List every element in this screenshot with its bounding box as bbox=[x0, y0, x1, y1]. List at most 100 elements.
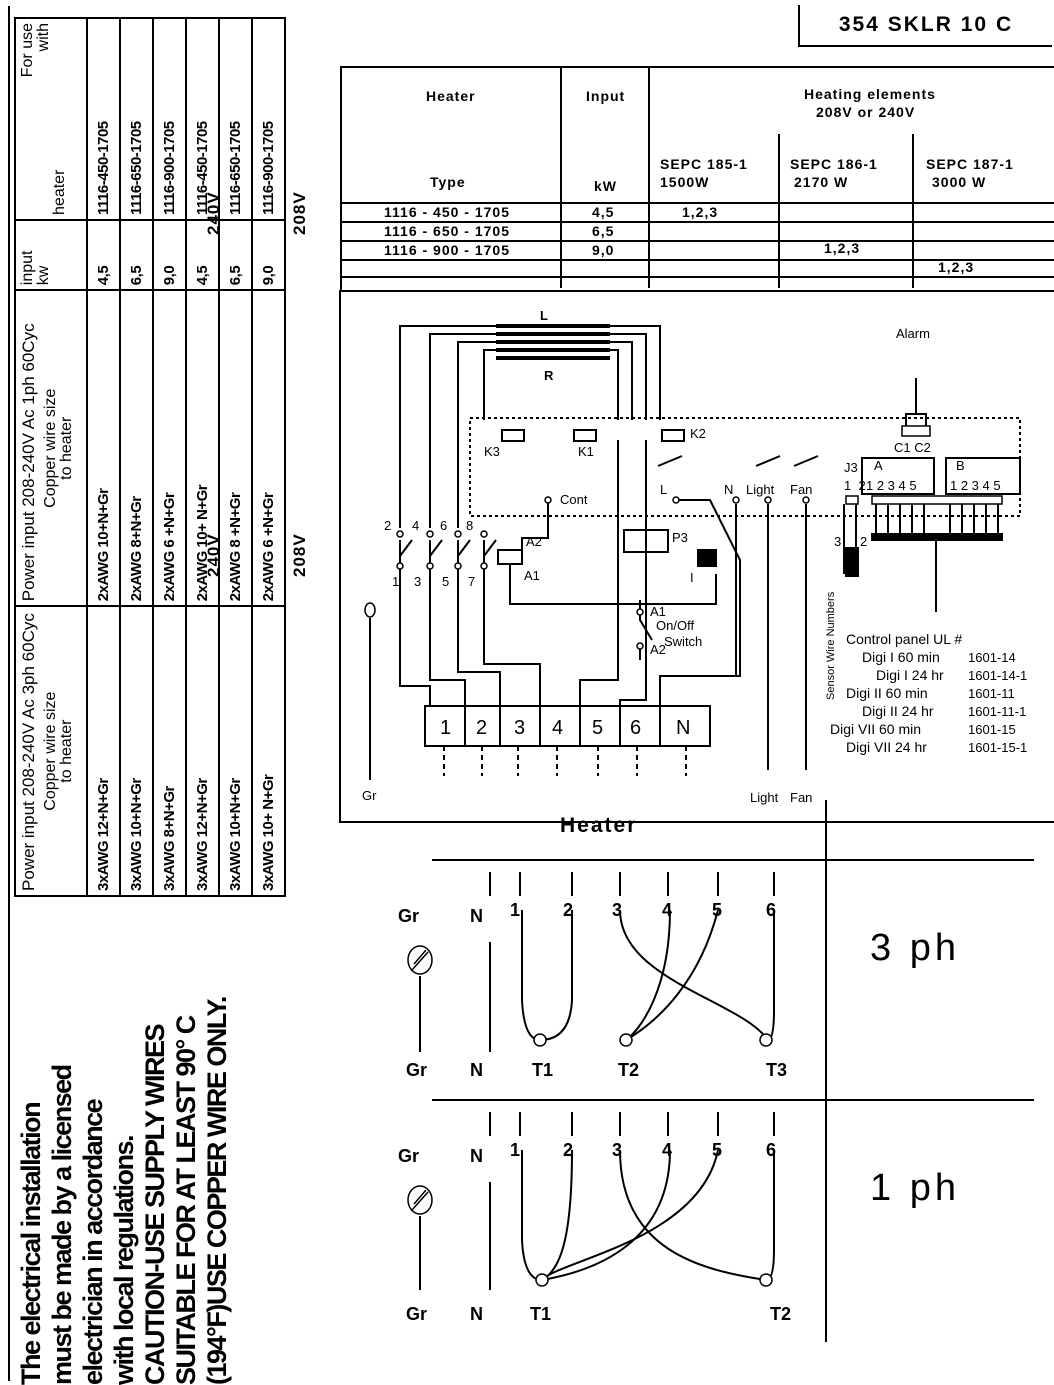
terminal-number: 4 bbox=[552, 717, 563, 739]
control-panel-ul: 1601-14-1 bbox=[968, 668, 1027, 683]
contact-bottom: 1 bbox=[392, 574, 399, 589]
label-L: L bbox=[540, 308, 548, 323]
terminal-number: 1 bbox=[440, 717, 451, 739]
label-k1: K1 bbox=[578, 444, 594, 459]
contact-top: 4 bbox=[412, 518, 419, 533]
sensor-pin: 3 bbox=[834, 534, 841, 549]
label-light: Light bbox=[746, 482, 775, 497]
1ph-bottom-gr: Gr bbox=[406, 1304, 427, 1324]
control-panel-ul: 1601-15 bbox=[968, 722, 1016, 737]
3ph-top-gr: Gr bbox=[398, 906, 419, 926]
element-qty-cell: 1,2,3 bbox=[938, 259, 975, 275]
label-i: I bbox=[690, 570, 694, 585]
label-cont: Cont bbox=[560, 492, 588, 507]
label-switch-a1: A1 bbox=[650, 604, 666, 619]
control-panel-ul: 1601-11 bbox=[968, 686, 1015, 701]
col-elements-voltage: 208V or 240V bbox=[816, 104, 916, 120]
3ph-top-2: 2 bbox=[563, 900, 573, 920]
control-panel-ul: 1601-14 bbox=[968, 650, 1016, 665]
contact-top: 6 bbox=[440, 518, 447, 533]
1ph-top-n: N bbox=[470, 1146, 483, 1166]
label-switch-a2: A2 bbox=[650, 642, 666, 657]
col-input: Input bbox=[586, 88, 626, 104]
element-qty-cell: 1,2,3 bbox=[824, 240, 861, 256]
3ph-bottom-n: N bbox=[470, 1060, 483, 1080]
control-panel-ul: 1601-15-1 bbox=[968, 740, 1027, 755]
1ph-label: 1 ph bbox=[870, 1167, 960, 1209]
label-fan: Fan bbox=[790, 482, 812, 497]
col-heater: Heater bbox=[426, 88, 476, 104]
3ph-top-n: N bbox=[470, 906, 483, 926]
label-N-board: N bbox=[724, 482, 733, 497]
1ph-top-1: 1 bbox=[510, 1140, 520, 1160]
control-panel-title: Control panel UL # bbox=[846, 631, 962, 647]
1ph-top-5: 5 bbox=[712, 1140, 722, 1160]
3ph-top-5: 5 bbox=[712, 900, 722, 920]
3ph-bottom-gr: Gr bbox=[406, 1060, 427, 1080]
element-name: SEPC 187-1 bbox=[926, 156, 1014, 172]
3ph-bottom-t3: T3 bbox=[766, 1060, 787, 1080]
sensor-pin: 2 bbox=[860, 534, 867, 549]
label-a-pins: 1 2 3 4 5 bbox=[866, 478, 917, 493]
1ph-top-6: 6 bbox=[766, 1140, 776, 1160]
contact-bottom: 3 bbox=[414, 574, 421, 589]
contact-top: 8 bbox=[466, 518, 473, 533]
control-panel-name: Digi I 24 hr bbox=[876, 667, 944, 683]
terminal-number: 3 bbox=[514, 717, 525, 739]
element-qty-cell: 1,2,3 bbox=[682, 204, 719, 220]
terminal-number: 2 bbox=[476, 717, 487, 739]
3ph-top-3: 3 bbox=[612, 900, 622, 920]
element-name: SEPC 185-1 bbox=[660, 156, 748, 172]
kw-cell: 4,5 bbox=[592, 204, 615, 220]
col-input-unit: kW bbox=[594, 178, 617, 194]
label-A: A bbox=[874, 458, 883, 473]
label-p3: P3 bbox=[672, 530, 688, 545]
type-cell: 1116 - 900 - 1705 bbox=[384, 242, 510, 258]
contact-bottom: 7 bbox=[468, 574, 475, 589]
control-panel-name: Digi VII 24 hr bbox=[846, 739, 927, 755]
sensor-wire-label: Sensor Wire Numbers bbox=[825, 591, 837, 700]
terminal-number: N bbox=[676, 717, 690, 739]
1ph-bottom-t2: T2 bbox=[770, 1304, 791, 1324]
label-alarm: Alarm bbox=[896, 326, 930, 341]
control-panel-name: Digi II 60 min bbox=[846, 685, 928, 701]
label-switch: Switch bbox=[664, 634, 702, 649]
drawing-sheet-border bbox=[8, 6, 1054, 1381]
control-panel-name: Digi II 24 hr bbox=[862, 703, 934, 719]
label-k2: K2 bbox=[690, 426, 706, 441]
3ph-top-6: 6 bbox=[766, 900, 776, 920]
col-type: Type bbox=[430, 174, 466, 190]
control-panel-ul: 1601-11-1 bbox=[968, 704, 1026, 719]
kw-cell: 9,0 bbox=[592, 242, 615, 258]
element-watt: 3000 W bbox=[932, 174, 987, 190]
contact-bottom: 5 bbox=[442, 574, 449, 589]
1ph-top-2: 2 bbox=[563, 1140, 573, 1160]
3ph-top-1: 1 bbox=[510, 900, 520, 920]
heating-elements-table: Heater Type Input kW Heating elements 20… bbox=[340, 66, 1054, 292]
terminal-number: 5 bbox=[592, 717, 603, 739]
element-name: SEPC 186-1 bbox=[790, 156, 878, 172]
1ph-bottom-n: N bbox=[470, 1304, 483, 1324]
kw-cell: 6,5 bbox=[592, 223, 615, 239]
label-light-bottom: Light bbox=[750, 790, 779, 805]
label-B: B bbox=[956, 458, 965, 473]
1ph-top-4: 4 bbox=[662, 1140, 672, 1160]
label-fan-bottom: Fan bbox=[790, 790, 812, 805]
terminal-number: 6 bbox=[630, 717, 641, 739]
label-j3-pins: 1 2 bbox=[844, 478, 866, 493]
document-id: 354 SKLR 10 C bbox=[798, 5, 1052, 47]
3ph-top-4: 4 bbox=[662, 900, 672, 920]
element-watt: 2170 W bbox=[794, 174, 849, 190]
1ph-bottom-t1: T1 bbox=[530, 1304, 551, 1324]
3ph-bottom-t1: T1 bbox=[532, 1060, 553, 1080]
label-c1c2: C1 C2 bbox=[894, 440, 931, 455]
1ph-top-3: 3 bbox=[612, 1140, 622, 1160]
1ph-top-gr: Gr bbox=[398, 1146, 419, 1166]
col-heating-elements: Heating elements bbox=[804, 86, 936, 102]
label-R: R bbox=[544, 368, 554, 383]
label-j3: J3 bbox=[844, 460, 858, 475]
3ph-label: 3 ph bbox=[870, 927, 960, 969]
element-watt: 1500W bbox=[660, 174, 710, 190]
type-cell: 1116 - 650 - 1705 bbox=[384, 223, 510, 239]
